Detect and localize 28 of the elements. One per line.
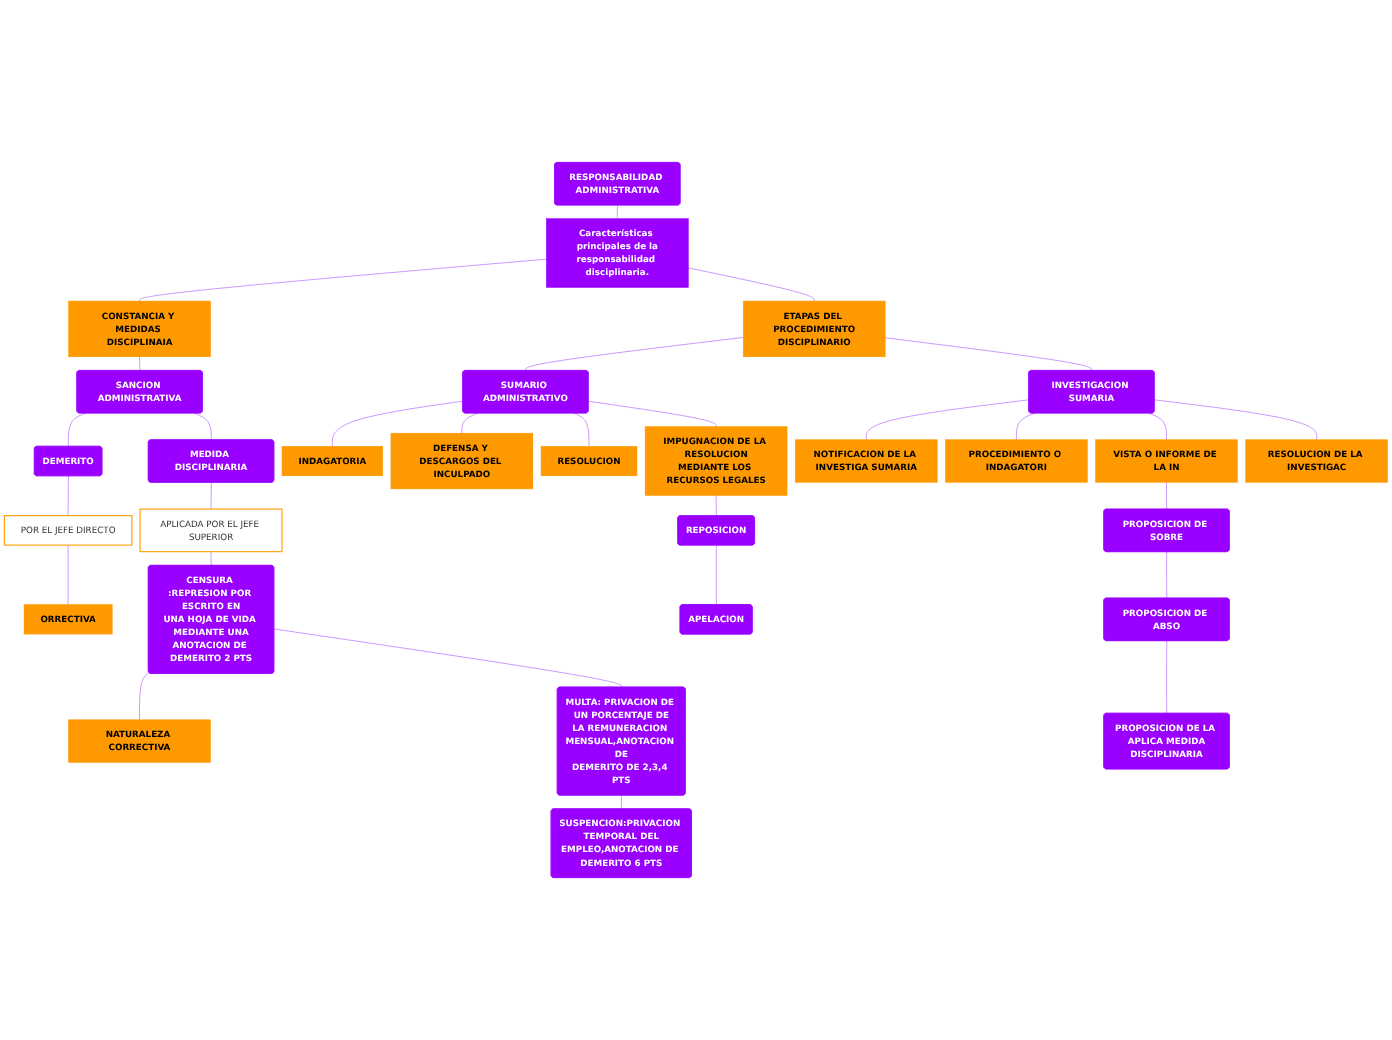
connector <box>1148 412 1167 441</box>
connector <box>1154 399 1318 441</box>
connector <box>139 356 141 372</box>
connector <box>715 545 717 606</box>
connector <box>620 795 622 810</box>
connector <box>616 204 618 220</box>
connector <box>865 399 1030 441</box>
connector <box>1166 551 1168 599</box>
connector <box>139 672 150 721</box>
connector <box>461 412 478 434</box>
connector <box>139 258 547 302</box>
connector <box>67 544 69 606</box>
connector <box>67 475 69 517</box>
connector <box>273 628 622 688</box>
connector <box>67 412 87 447</box>
connector <box>1016 412 1036 441</box>
connector <box>1166 640 1168 714</box>
connector <box>573 412 590 447</box>
connector <box>884 337 1093 372</box>
connector <box>210 551 212 566</box>
connector <box>525 337 744 372</box>
connector <box>1166 481 1168 510</box>
connector <box>687 267 815 302</box>
connector <box>715 495 717 517</box>
connector <box>193 412 212 441</box>
connector <box>588 400 717 428</box>
connector <box>210 482 212 510</box>
connector <box>331 400 464 447</box>
